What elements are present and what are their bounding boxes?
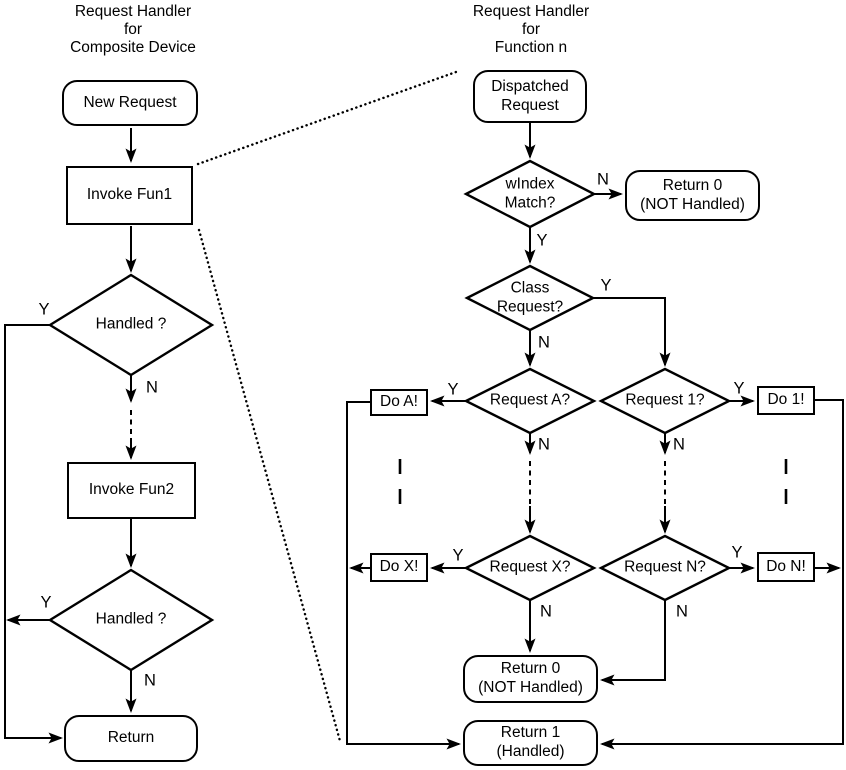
node-request-x-label: Request X? [489,558,571,576]
return0-top-line2: (NOT Handled) [640,195,745,213]
windex-line2: Match? [504,194,556,211]
return1-line1: Return 1 [500,724,561,742]
request-x-yes-label: Y [452,546,464,565]
node-do-n: Do N! [757,552,815,582]
windex-no-label: N [597,170,609,189]
zoom-callout-line-bottom [197,228,342,743]
dispatched-line2: Request [501,96,559,114]
class-no-label: N [538,333,550,352]
zoom-callout-line-top [196,70,458,166]
left-chart-title: Request Handler for Composite Device [33,3,233,57]
return0-bottom-line2: (NOT Handled) [478,679,583,696]
return0-top-line1: Return 0 [662,176,723,194]
request-1-yes-label: Y [733,379,745,398]
do-a-rail-to-return1 [346,401,461,750]
class-line2: Request? [496,298,564,315]
right-title-line3: Function n [494,39,568,56]
handled2-yes-label: Y [40,593,52,612]
request-a-no-label: N [538,435,550,454]
class-yes-label: Y [600,276,612,295]
node-request-a-label: Request A? [489,391,571,409]
request-n-yes-label: Y [731,543,743,562]
node-return: Return [64,715,198,762]
left-title-line2: for [123,21,143,38]
do-1-rail-to-return1 [600,399,844,750]
class-yes-path [593,297,671,367]
class-line1: Class [510,279,550,297]
node-windex-match-label: wIndex Match? [505,175,556,212]
request-a-diamond [463,367,597,435]
handled1-diamond [47,273,215,377]
request-x-no-label: N [540,602,552,621]
request-n-no-path [600,600,666,686]
right-title-line2: for [521,21,541,38]
request-n-no-label: N [676,602,688,621]
handled1-yes-rail-to-return [4,324,63,744]
return0-bottom-line1: Return 0 [500,660,561,678]
right-chart-title: Request Handler for Function n [431,3,631,57]
request-1-no-label: N [673,435,685,454]
handled2-no-label: N [144,671,156,690]
node-class-request-label: Class Request? [497,279,563,316]
node-return1: Return 1 (Handled) [463,720,598,766]
node-invoke-fun2: Invoke Fun2 [67,462,196,519]
request-a-yes-label: Y [447,380,459,399]
node-request-1-label: Request 1? [625,391,705,409]
node-return0-bottom: Return 0 (NOT Handled) [463,655,598,703]
node-invoke-fun1: Invoke Fun1 [66,166,193,225]
handled2-diamond [47,568,215,672]
left-title-line1: Request Handler [74,3,192,20]
return1-line2: (Handled) [496,743,565,760]
right-title-line1: Request Handler [472,3,590,20]
windex-yes-label: Y [536,231,548,250]
node-request-n-label: Request N? [624,558,706,576]
node-handled2-label: Handled ? [95,610,167,628]
node-new-request: New Request [62,80,198,126]
request-x-diamond [463,534,597,602]
dispatched-line1: Dispatched [491,77,569,95]
node-handled1-label: Handled ? [95,315,167,333]
node-do-x: Do X! [370,553,428,582]
node-return0-top: Return 0 (NOT Handled) [625,170,760,221]
node-do-1: Do 1! [757,386,815,415]
windex-line1: wIndex [505,175,555,193]
left-title-line3: Composite Device [70,39,196,56]
node-dispatched-request: Dispatched Request [473,70,587,123]
handled1-no-label: N [146,378,158,397]
node-do-a: Do A! [370,389,428,416]
handled1-yes-label: Y [38,300,50,319]
